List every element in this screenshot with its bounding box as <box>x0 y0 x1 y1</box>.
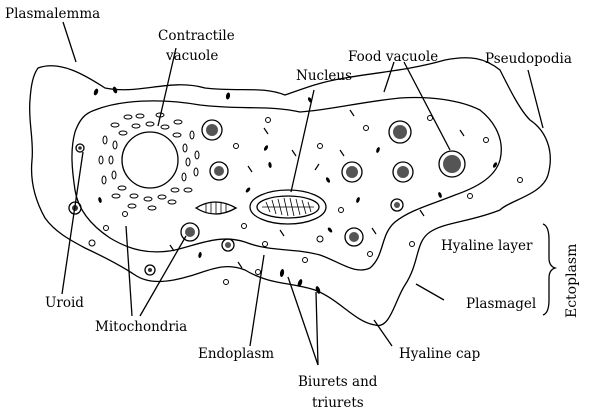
label-pseudopodia: Pseudopodia <box>485 51 572 67</box>
hyaline-layer-boundary <box>71 96 502 271</box>
crystal-body <box>194 201 238 215</box>
food-vacuole <box>388 120 412 144</box>
contractile-vacuole <box>121 131 179 189</box>
label-plasmagel: Plasmagel <box>466 296 536 312</box>
label-uroid: Uroid <box>45 295 84 311</box>
label-mitochondria: Mitochondria <box>95 319 187 335</box>
food-vacuole <box>75 143 85 153</box>
label-hyaline-layer: Hyaline layer <box>441 238 533 254</box>
food-vacuole <box>392 161 414 183</box>
ectoplasm-brace <box>542 223 558 316</box>
food-vacuole <box>209 161 229 181</box>
small-rods <box>169 109 465 269</box>
label-biurets-line1: Biurets and <box>298 374 378 390</box>
dark-granules <box>93 86 498 294</box>
nucleus <box>249 189 327 225</box>
label-hyaline-cap: Hyaline cap <box>399 346 480 362</box>
label-food-vacuole: Food vacuole <box>348 49 438 65</box>
granules <box>88 115 523 285</box>
cell-outline <box>28 57 551 327</box>
label-contractile-vacuole-line1: Contractile <box>158 28 235 44</box>
food-vacuole <box>180 222 200 242</box>
label-biurets-line2: triurets <box>312 395 364 411</box>
food-vacuoles <box>68 119 466 276</box>
mitochondria-ring <box>98 112 200 211</box>
leader-lines <box>61 21 544 366</box>
food-vacuole <box>438 150 466 178</box>
label-contractile-vacuole-line2: vacuole <box>165 48 218 64</box>
food-vacuole <box>390 198 404 212</box>
food-vacuole <box>221 238 235 252</box>
food-vacuole <box>144 264 156 276</box>
label-nucleus: Nucleus <box>296 68 352 84</box>
food-vacuole <box>341 161 363 183</box>
food-vacuole <box>344 227 364 247</box>
label-endoplasm: Endoplasm <box>198 346 274 362</box>
label-plasmalemma: Plasmalemma <box>5 6 100 22</box>
food-vacuole <box>201 119 223 141</box>
label-ectoplasm: Ectoplasm <box>564 244 580 318</box>
